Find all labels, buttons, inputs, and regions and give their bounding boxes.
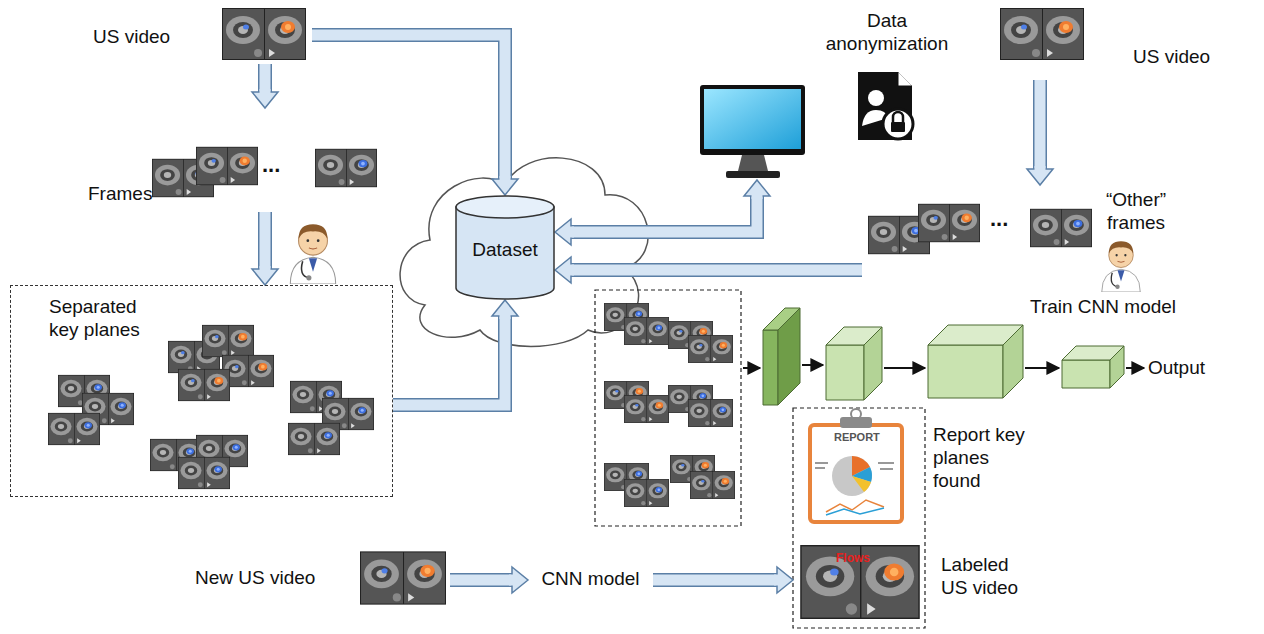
node-label: Dataset — [455, 239, 555, 262]
output-node: Report key planes foundLabeled US video — [793, 408, 1065, 628]
video-node: US video — [88, 8, 312, 64]
other-frames-node: “Other” frames — [862, 185, 1175, 292]
report-title: REPORT — [834, 431, 880, 444]
anonymization-icon — [858, 72, 913, 140]
new-video-node: New US video — [195, 540, 450, 615]
us-video-thumb — [1000, 8, 1084, 60]
ellipsis: ... — [990, 206, 1008, 232]
anonymization-node: Data anonymization — [695, 8, 953, 180]
cloud-shape — [400, 158, 648, 347]
frame-thumbs — [152, 147, 377, 197]
key-planes-box: Separated key planes — [10, 285, 393, 497]
flow-arrow — [393, 300, 518, 405]
flow-tag: Flows — [836, 551, 870, 565]
video-node: US video — [995, 8, 1217, 80]
doctor-icon — [1102, 241, 1141, 292]
node-label: Report key planes found — [933, 424, 1029, 492]
cnn-arrows — [743, 365, 1144, 368]
node-sublabel: Labeled US video — [941, 554, 1029, 600]
doctor-icon — [290, 224, 335, 284]
frame-thumbs — [868, 204, 1092, 254]
flow-arrow — [252, 64, 278, 108]
flow-arrow — [1027, 80, 1053, 185]
node-label: Separated key planes — [49, 296, 149, 342]
key-plane-thumbs — [48, 325, 374, 489]
flow-arrow — [555, 257, 862, 283]
node-label: CNN model — [528, 568, 653, 591]
flow-arrow — [653, 567, 793, 593]
flow-arrow — [450, 567, 528, 593]
flow-arrow — [555, 180, 770, 245]
frames-node: Frames — [85, 108, 415, 212]
node-label: US video — [93, 26, 183, 49]
node-label: Data anonymization — [823, 10, 951, 56]
labeled-video-thumb — [800, 545, 920, 619]
output-text: Output — [1148, 357, 1205, 380]
us-video-thumb — [222, 8, 306, 60]
caption-text: Train CNN model — [1030, 296, 1176, 319]
output-box — [793, 408, 925, 628]
training-box — [595, 290, 741, 526]
cnn-model-node: CNN model — [528, 565, 653, 595]
cnn-layers — [763, 308, 1124, 405]
training-thumbs — [604, 303, 735, 507]
report-icon — [810, 409, 902, 522]
us-video-thumb — [360, 551, 446, 604]
flow-arrow — [252, 212, 278, 285]
node-label: Frames — [88, 183, 152, 206]
ellipsis: ... — [262, 152, 280, 178]
computer-icon — [700, 85, 805, 178]
flow-arrow — [312, 35, 518, 195]
node-label: New US video — [195, 567, 355, 590]
dataset-cylinder: Dataset — [455, 195, 555, 300]
node-label: US video — [1133, 46, 1215, 69]
node-label: “Other” frames — [1098, 189, 1174, 235]
